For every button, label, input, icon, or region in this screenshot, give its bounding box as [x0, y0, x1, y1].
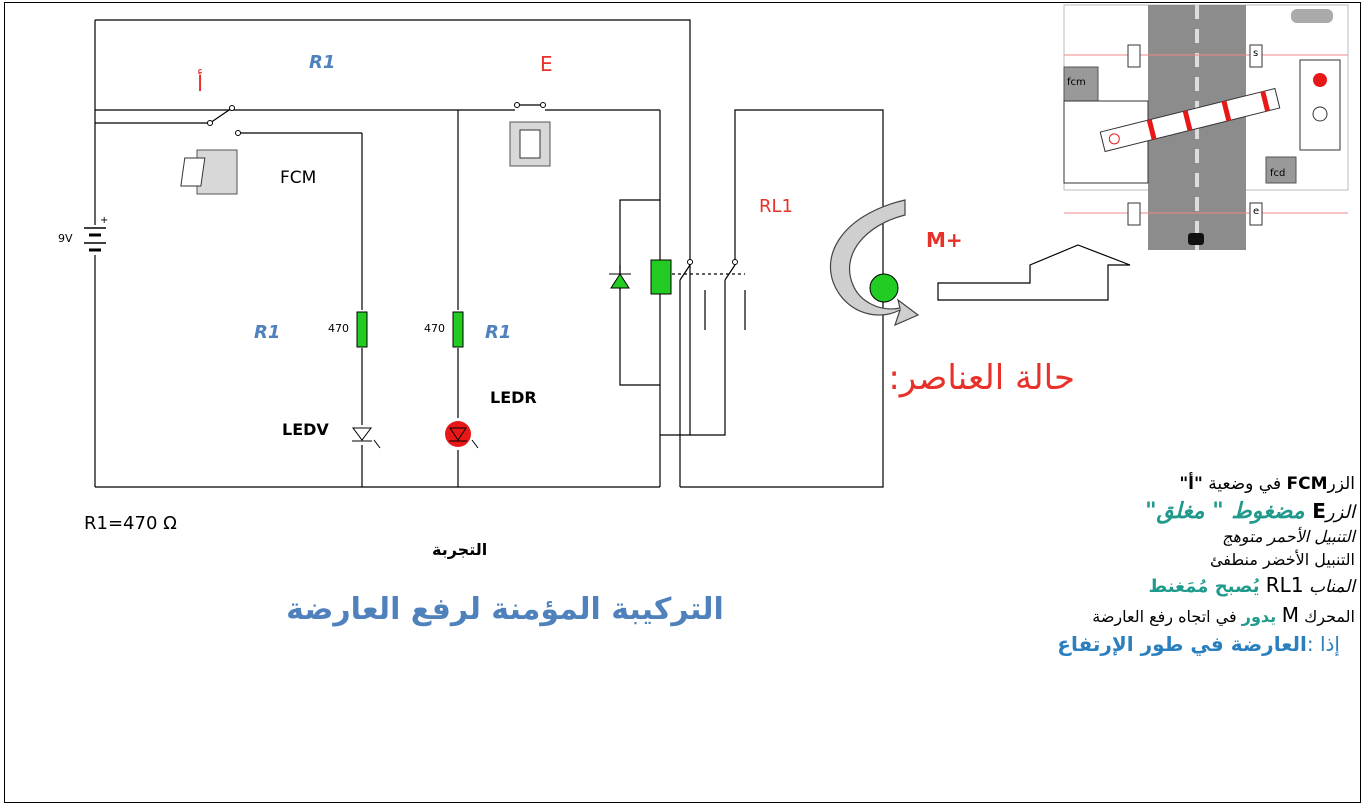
line1-a: الزر [1327, 474, 1356, 494]
label-r1-left: R1 [254, 322, 281, 343]
switch-fcm-blade [209, 107, 233, 124]
status-line-2: الزرE مضغوط " مغلق" [1145, 499, 1355, 524]
status-conclusion: إذا :العارضة في طور الإرتفاع [1057, 632, 1340, 656]
scene-fcm-label: fcm [1067, 77, 1086, 88]
r1-value-note: R1=470 Ω [84, 513, 177, 534]
contact-blade-1 [679, 264, 691, 281]
resistor-value-right: 470 [424, 322, 445, 335]
status-line-6: المحرك M يدور في اتجاه رفع العارضة [1092, 603, 1355, 627]
line6-a: المحرك [1299, 607, 1355, 626]
scene-sensor-s: s [1253, 48, 1259, 59]
battery-icon [84, 227, 106, 252]
conclusion-a: إذا : [1306, 632, 1340, 656]
e-switch-button [509, 121, 551, 167]
resistor-left [356, 311, 368, 348]
fcm-switch-button [180, 149, 238, 195]
contact-blade-2 [724, 264, 736, 281]
label-r1-top: R1 [309, 52, 336, 73]
line6-d: في اتجاه رفع العارضة [1092, 607, 1242, 626]
wire-contact-3 [660, 280, 726, 436]
wire-top [95, 19, 691, 265]
line5-a: المناب [1303, 577, 1355, 597]
label-battery-plus: + [100, 215, 109, 226]
resistor-right [452, 311, 464, 348]
led-green-icon [352, 427, 381, 449]
label-rl1: RL1 [759, 196, 793, 217]
diode-icon [609, 273, 631, 289]
label-ledv: LEDV [282, 420, 329, 439]
label-r1-right: R1 [485, 322, 512, 343]
scene-fcd-label: fcd [1270, 168, 1286, 179]
conclusion-b: العارضة في طور الإرتفاع [1057, 632, 1307, 656]
experiment-caption: التجربة [432, 540, 488, 559]
label-e: E [540, 52, 553, 76]
label-fcm: FCM [280, 168, 317, 188]
motor-icon [829, 199, 920, 327]
line6-b: M [1281, 603, 1299, 627]
status-line-4: التنبيل الأخضر منطفئ [1209, 550, 1355, 569]
line1-c: في وضعية [1202, 474, 1287, 494]
line2-c: مضغوط " مغلق" [1145, 499, 1313, 524]
label-battery: 9V [58, 232, 73, 245]
wire-diode-loop [619, 199, 660, 386]
led-red-icon [445, 421, 479, 449]
label-switch-a: أ [197, 72, 204, 97]
line5-b: RL1 [1265, 573, 1304, 597]
label-mplus: M+ [926, 228, 963, 252]
resistor-value-left: 470 [328, 322, 349, 335]
line1-b: FCM [1286, 474, 1328, 494]
status-heading: حالة العناصر: [888, 358, 1075, 398]
status-line-3: التنبيل الأحمر متوهج [1222, 527, 1355, 546]
relay-coil [650, 259, 672, 295]
status-line-5: المناب RL1 يُصبح مُمَغنط [1148, 573, 1355, 597]
wire-motor-loop [680, 109, 884, 488]
barrier-scene [1063, 4, 1349, 250]
scene-sensor-e: e [1253, 206, 1260, 217]
label-ledr: LEDR [490, 388, 537, 407]
status-line-1: الزرFCM في وضعية "أ" [1179, 474, 1355, 494]
line1-d: "أ" [1179, 474, 1203, 494]
line2-a: الزر [1325, 502, 1355, 523]
line2-b: E [1312, 499, 1326, 523]
page-title: التركيبة المؤمنة لرفع العارضة [286, 592, 724, 627]
line6-c: يدور [1241, 607, 1282, 626]
arrow-icon [937, 244, 1131, 301]
line5-c: يُصبح مُمَغنط [1148, 576, 1266, 597]
page-frame [4, 2, 1361, 803]
